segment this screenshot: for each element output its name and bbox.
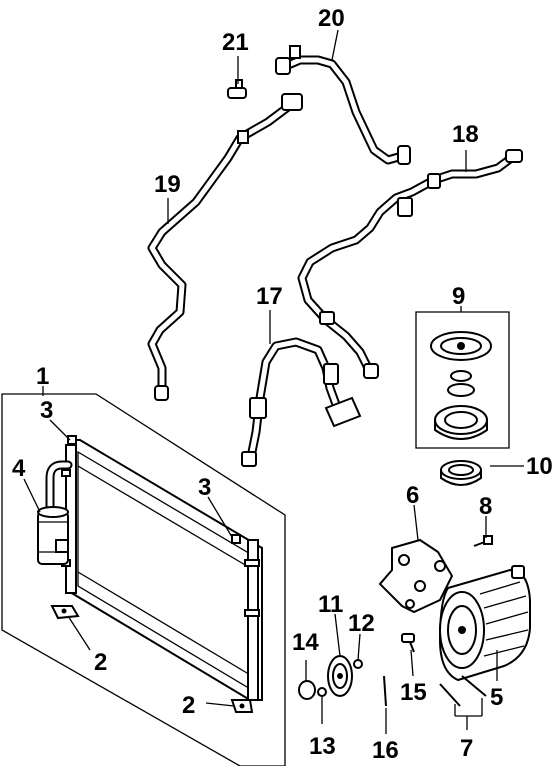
callout-3-upper: 3 xyxy=(40,397,53,424)
callout-4: 4 xyxy=(12,455,26,482)
bracket-lower xyxy=(230,699,254,713)
leader-lines xyxy=(23,29,524,734)
compressor xyxy=(438,565,531,682)
receiver-drier xyxy=(37,460,73,565)
bracket-upper xyxy=(50,605,80,620)
callout-17: 17 xyxy=(256,283,283,310)
pulley xyxy=(327,655,353,697)
callout-12: 12 xyxy=(348,610,375,637)
callout-18: 18 xyxy=(452,121,479,148)
bolt-8 xyxy=(473,535,493,547)
hose-suction-18 xyxy=(297,149,523,379)
condenser-assembly-box xyxy=(1,393,286,766)
compressor-mounting-bracket xyxy=(378,538,454,614)
callout-13: 13 xyxy=(309,733,336,760)
bolt-15 xyxy=(401,633,415,653)
callout-3-right: 3 xyxy=(198,474,211,501)
clutch-ring-10 xyxy=(440,460,482,486)
callout-7: 7 xyxy=(460,735,473,762)
callout-20: 20 xyxy=(318,5,345,32)
line-20 xyxy=(275,45,411,165)
callout-2-lower: 2 xyxy=(182,692,195,719)
line-19 xyxy=(147,93,303,401)
callout-14: 14 xyxy=(292,629,319,656)
callout-15: 15 xyxy=(400,679,427,706)
hose-discharge-17 xyxy=(241,337,362,467)
clutch-hub-assembly xyxy=(415,311,510,449)
fitting-21 xyxy=(227,79,247,99)
condenser-core xyxy=(61,435,263,701)
callout-16: 16 xyxy=(372,737,399,764)
callout-1: 1 xyxy=(36,363,49,390)
callout-8: 8 xyxy=(479,493,492,520)
rod-16 xyxy=(383,675,387,707)
callout-6: 6 xyxy=(406,482,419,509)
callout-19: 19 xyxy=(154,171,181,198)
nut-12 xyxy=(353,659,363,669)
callout-21: 21 xyxy=(222,29,249,56)
callout-2-upper: 2 xyxy=(94,649,107,676)
shim-14 xyxy=(298,680,316,700)
bolts-7 xyxy=(439,675,487,707)
callout-9: 9 xyxy=(452,283,465,310)
callout-10: 10 xyxy=(526,453,552,480)
callout-5: 5 xyxy=(490,684,503,711)
washer-13 xyxy=(317,687,327,697)
callout-11: 11 xyxy=(318,591,343,618)
